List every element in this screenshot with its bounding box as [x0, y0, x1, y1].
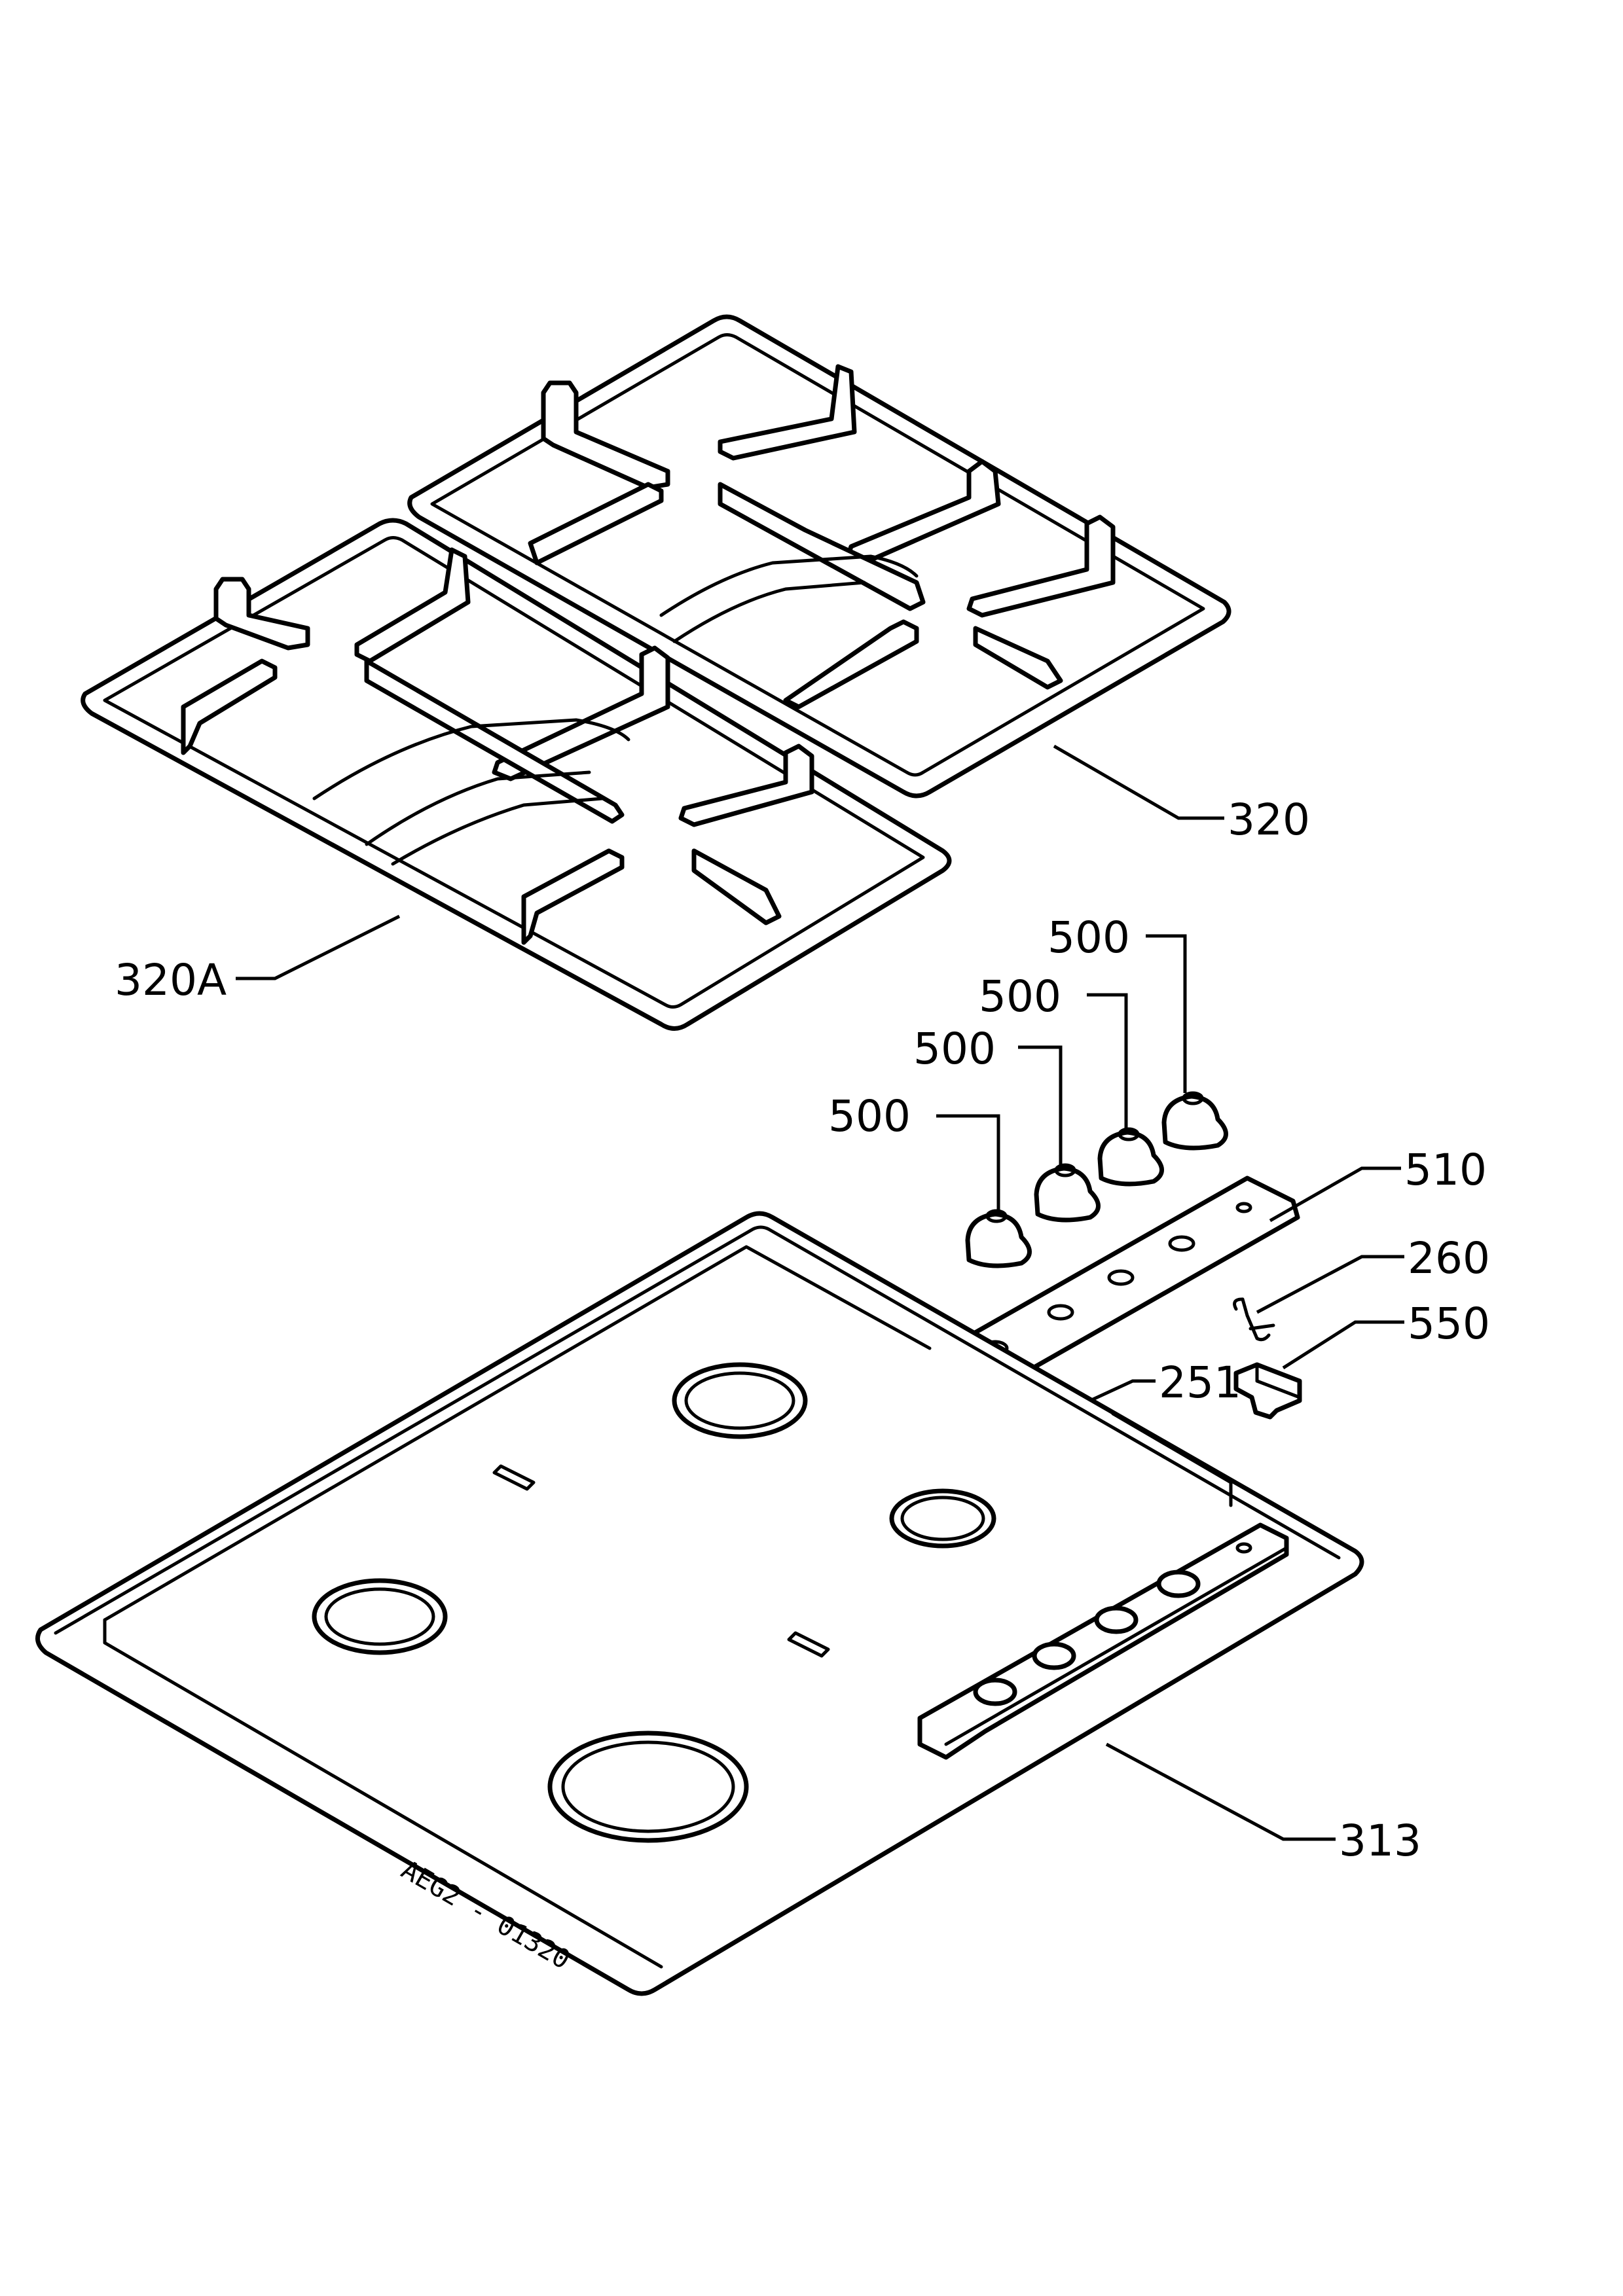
pan-support-grid-right — [407, 314, 1231, 798]
ignition-switch — [1233, 1362, 1302, 1420]
control-knobs — [965, 1091, 1228, 1268]
callout-320: 320 — [1228, 795, 1310, 845]
leader-lines — [236, 744, 1404, 1841]
callout-260: 260 — [1408, 1233, 1490, 1283]
knob-1 — [965, 1209, 1032, 1268]
knob-4 — [1161, 1091, 1228, 1151]
callout-500-second: 500 — [979, 971, 1061, 1022]
callout-550: 550 — [1408, 1299, 1490, 1349]
pan-support-grid-left — [81, 518, 952, 1031]
thermocouple-clip — [1233, 1297, 1275, 1342]
callout-500-bottom: 500 — [828, 1091, 911, 1141]
knob-3 — [1097, 1127, 1164, 1187]
knob-2 — [1034, 1163, 1101, 1223]
callout-320a: 320A — [115, 955, 227, 1005]
callout-510: 510 — [1404, 1145, 1487, 1195]
callout-500-top: 500 — [1048, 912, 1130, 963]
callout-313: 313 — [1339, 1816, 1421, 1866]
callout-500-third: 500 — [913, 1024, 996, 1074]
callout-labels: 320 320A 500 500 500 500 510 260 550 251… — [115, 795, 1490, 1866]
callout-251: 251 — [1159, 1357, 1241, 1408]
hob-top — [35, 1211, 1364, 1996]
